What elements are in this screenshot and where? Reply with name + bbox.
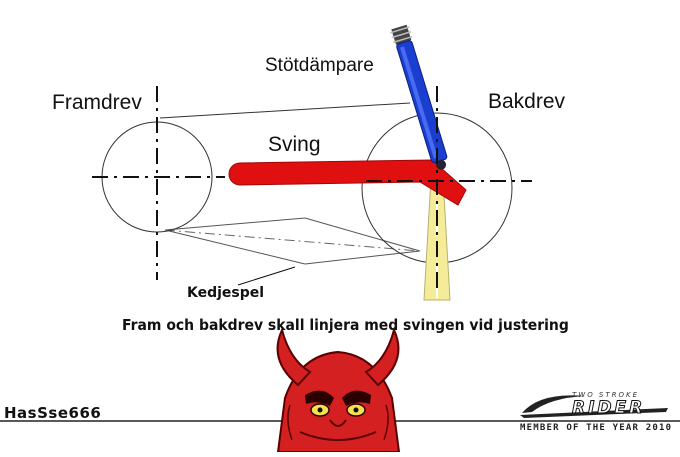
sving-label: Sving (268, 133, 321, 156)
chain-slack-upper (164, 217, 306, 231)
stotdampare-label: Stötdämpare (265, 55, 374, 76)
chain-centerline (164, 229, 421, 252)
chain-slack-lower (164, 229, 306, 265)
framdrev-label: Framdrev (52, 91, 142, 114)
bakdrev-label: Bakdrev (488, 90, 566, 113)
shock-absorber (390, 24, 448, 170)
devil-mascot-icon (276, 327, 401, 453)
caption-text: Fram och bakdrev skall linjera med sving… (122, 316, 569, 334)
two-stroke-rider-swoosh-icon (520, 395, 668, 418)
kedjespel-pointer (237, 266, 296, 286)
member-of-year-text: MEMBER OF THE YEAR 2010 (520, 423, 673, 433)
logo-small-text: TWO STROKE (572, 391, 640, 399)
logo-main-text: RIDER (571, 398, 646, 419)
username-tag: HasSse666 (4, 404, 102, 422)
chain-top-line (159, 102, 411, 119)
swingarm-shape (228, 159, 467, 206)
shock-mount-bolt (436, 159, 447, 170)
chain-slack-right (304, 217, 421, 252)
kedjespel-label: Kedjespel (187, 285, 265, 301)
chain-slack-return (304, 250, 421, 265)
